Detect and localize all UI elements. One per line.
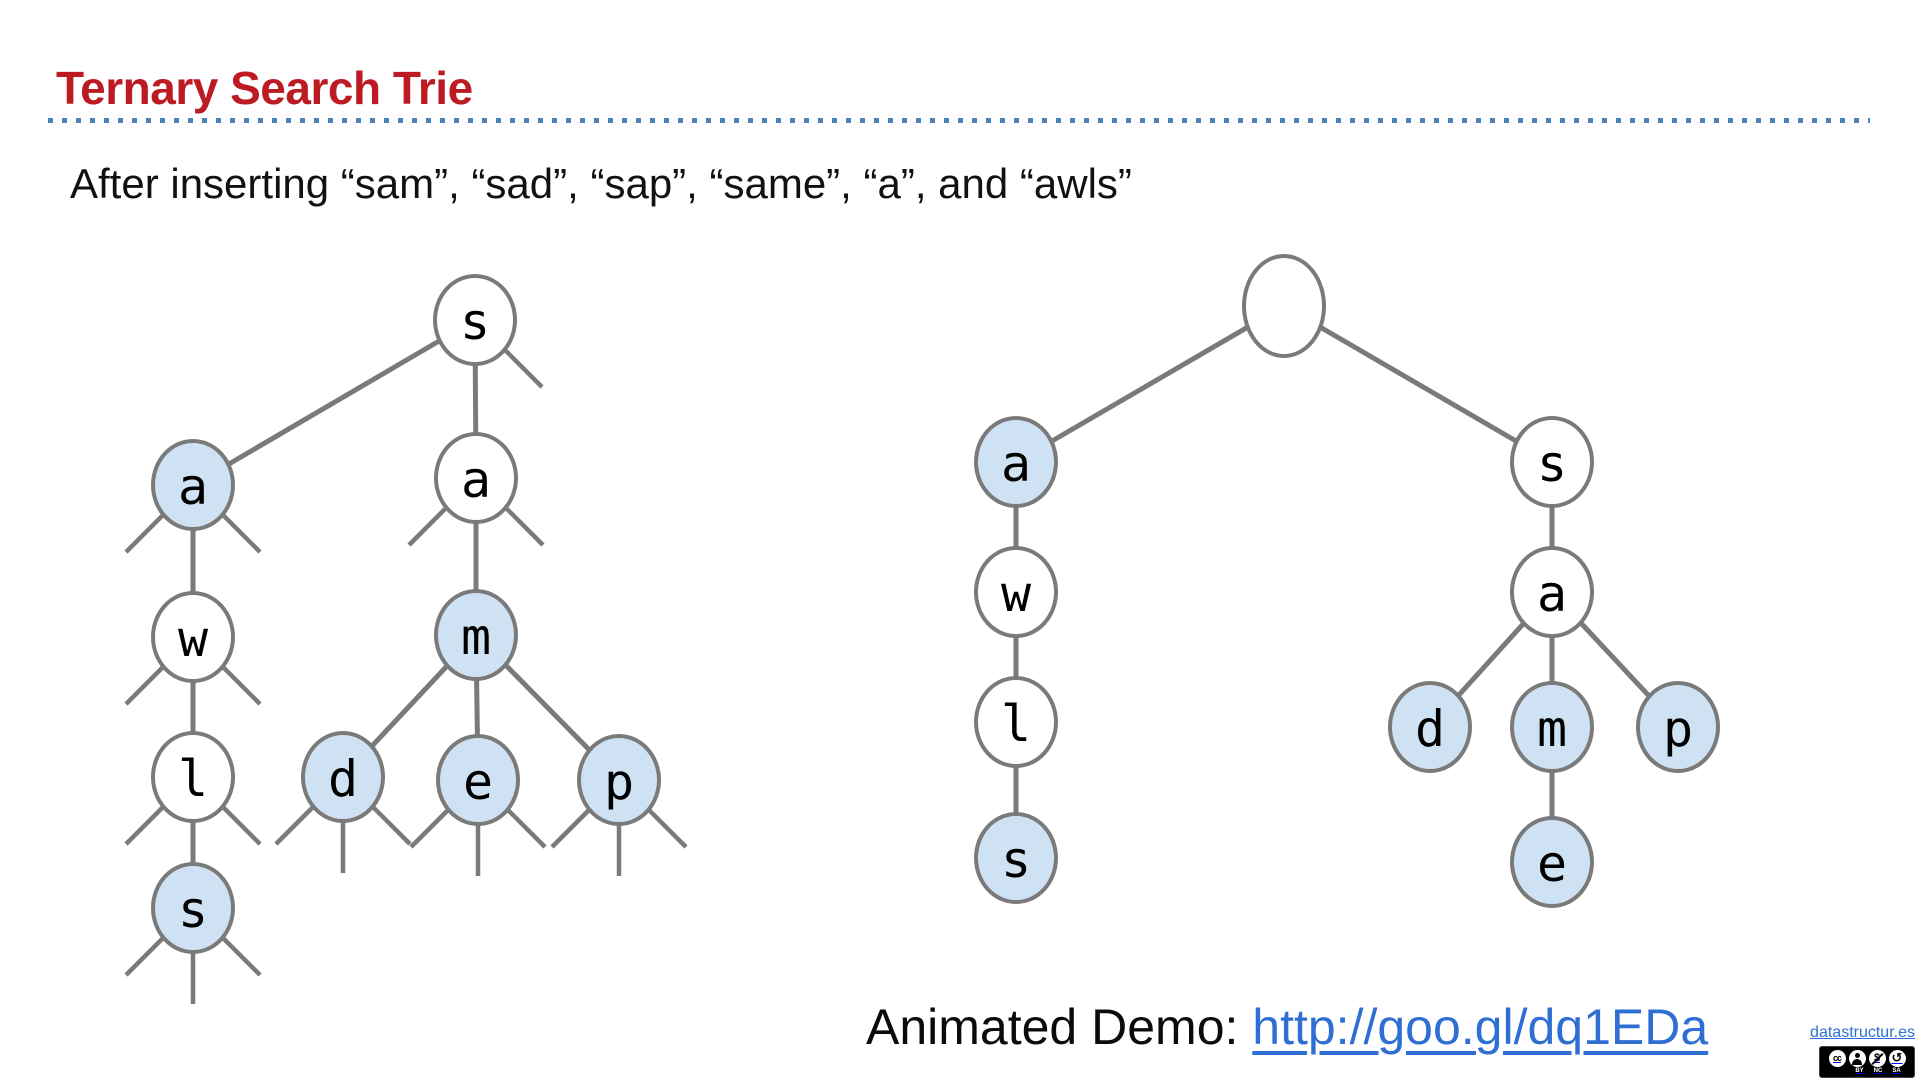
tree-node-d: [1388, 681, 1472, 773]
tree-node-label: e: [1537, 835, 1567, 893]
tree-node-label: l: [178, 750, 208, 808]
tree-node-label: s: [178, 881, 208, 939]
tree-node-label: d: [328, 750, 358, 808]
tree-node-label: p: [1663, 700, 1693, 758]
tree-node-label: w: [1001, 565, 1032, 623]
tree-node-m: [434, 589, 518, 681]
tree-node-p: [1636, 681, 1720, 773]
tree-node-label: m: [1537, 700, 1567, 758]
cc-label-sa: SA: [1892, 1068, 1901, 1074]
tree-node-label: a: [1001, 435, 1031, 493]
cc-icons-row: cc $ ↺: [1828, 1050, 1906, 1067]
tree-node-a: [151, 439, 235, 531]
attribution-icon: [1848, 1050, 1866, 1067]
cc-icon: cc: [1828, 1050, 1846, 1067]
tree-node-l: [974, 676, 1058, 768]
tree-edge: [191, 317, 477, 488]
tree-trie: a s w a l d m p s e: [974, 254, 1720, 908]
tree-node-w: [974, 546, 1058, 638]
subtitle-text: After inserting “sam”, “sad”, “sap”, “sa…: [70, 160, 1132, 207]
tree-node-s: [1510, 416, 1594, 508]
demo-caption-label: Animated Demo:: [866, 999, 1253, 1055]
demo-caption: Animated Demo: http://goo.gl/dq1EDa: [866, 998, 1708, 1056]
tree-node-label: a: [178, 458, 208, 516]
demo-link[interactable]: http://goo.gl/dq1EDa: [1252, 999, 1709, 1055]
cc-license-labels: BY NC SA: [1855, 1068, 1900, 1074]
tree-edge: [1282, 303, 1554, 465]
tree-node-label: e: [463, 753, 493, 811]
tree-node-label: l: [1001, 695, 1031, 753]
tree-node-s: [433, 274, 517, 366]
cc-license-badge[interactable]: cc $ ↺ BY NC SA: [1819, 1046, 1915, 1078]
dotted-divider: [48, 118, 1870, 123]
tree-node-a: [434, 432, 518, 524]
tree-node-w: [151, 591, 235, 683]
tree-node-label: s: [1001, 831, 1031, 889]
tree-node-label: a: [1537, 565, 1567, 623]
cc-label-by: BY: [1855, 1068, 1864, 1074]
tree-node-label: m: [461, 608, 491, 666]
tree-node-label: w: [178, 610, 209, 668]
tree-node-e: [1510, 816, 1594, 908]
tree-edge: [1014, 303, 1286, 465]
cc-label-nc: NC: [1873, 1068, 1883, 1074]
sharealike-icon: ↺: [1888, 1050, 1906, 1067]
tree-node-label: a: [461, 451, 491, 509]
tree-ternary-search-trie: s a a w l s m d e p: [124, 274, 688, 1004]
page-title: Ternary Search Trie: [56, 61, 473, 114]
tree-node-label: p: [604, 753, 634, 811]
tree-node-s: [151, 862, 235, 954]
tree-node-label: s: [460, 293, 490, 351]
tree-node-s: [974, 812, 1058, 904]
tree-node-label: s: [1537, 435, 1567, 493]
tree-node-label: d: [1415, 700, 1445, 758]
tree-node-e: [436, 734, 520, 826]
tree-node-a: [974, 416, 1058, 508]
tree-node-d: [301, 731, 385, 823]
tree-node-m: [1510, 681, 1594, 773]
noncommercial-icon: $: [1868, 1050, 1886, 1067]
site-link[interactable]: datastructur.es: [1810, 1024, 1915, 1041]
tree-node-a: [1510, 546, 1594, 638]
tree-node-p: [577, 734, 661, 826]
tree-node-l: [151, 731, 235, 823]
tree-node-empty: [1242, 254, 1326, 358]
